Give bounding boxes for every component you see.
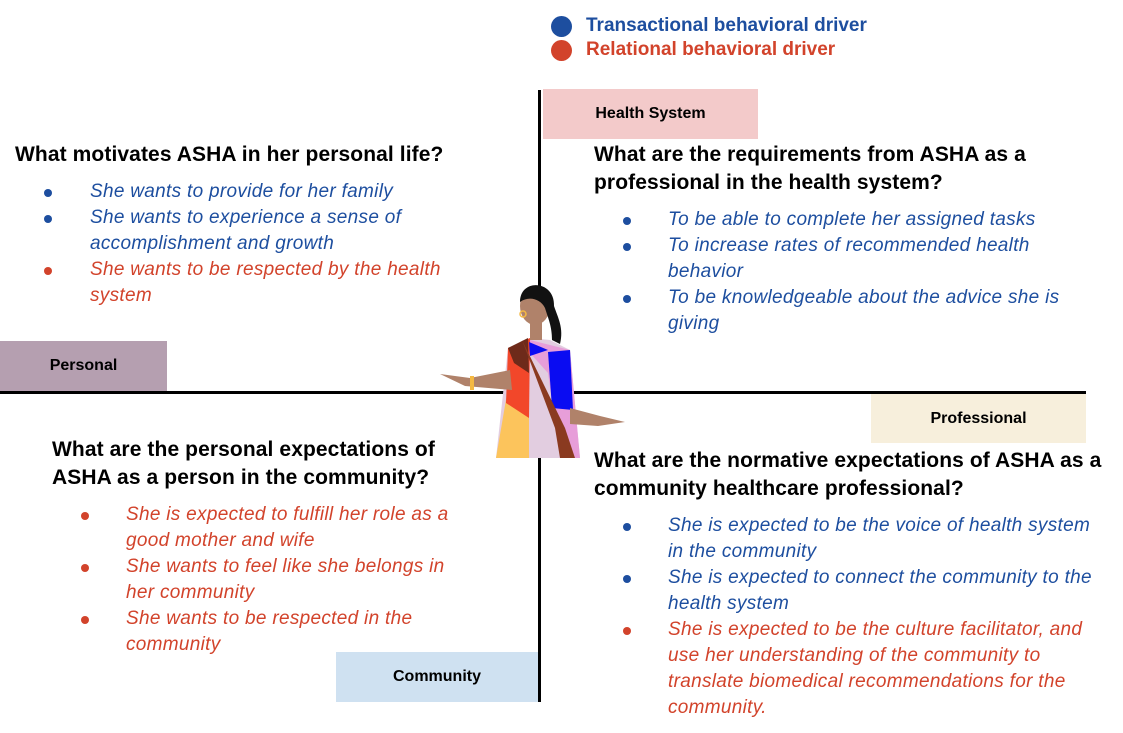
bullet-icon	[44, 267, 52, 275]
bullet-icon	[623, 575, 631, 583]
quadrant-community-personal: What are the personal expectations of AS…	[52, 436, 482, 658]
list-item: She is expected to fulfill her role as a…	[81, 502, 476, 554]
bullet-icon	[44, 215, 52, 223]
quadrant-community-professional: What are the normative expectations of A…	[594, 447, 1109, 721]
list-item: To be able to complete her assigned task…	[623, 207, 1068, 233]
list-item: She is expected to be the culture facili…	[623, 617, 1108, 721]
blue-dot-icon	[551, 15, 572, 37]
bullet-icon	[44, 189, 52, 197]
item-text: She is expected to be the culture facili…	[668, 619, 1083, 718]
item-text: To be able to complete her assigned task…	[668, 209, 1036, 230]
list-item: She wants to be respected by the health …	[44, 257, 485, 309]
legend-label: Transactional behavioral driver	[586, 15, 867, 36]
bullet-icon	[81, 564, 89, 572]
list-item: She wants to be respected in the communi…	[81, 606, 476, 658]
list-item: She wants to provide for her family	[44, 179, 485, 205]
item-text: She wants to feel like she belongs in he…	[126, 556, 445, 603]
list-item: She is expected to connect the community…	[623, 565, 1108, 617]
list-item: She wants to feel like she belongs in he…	[81, 554, 476, 606]
item-text: She wants to provide for her family	[90, 181, 394, 202]
item-text: She wants to experience a sense of accom…	[90, 207, 402, 254]
health-system-label: Health System	[543, 89, 758, 139]
item-text: To be knowledgeable about the advice she…	[668, 287, 1060, 334]
professional-label: Professional	[871, 394, 1086, 443]
item-text: She is expected to be the voice of healt…	[668, 515, 1091, 562]
quadrant-heading: What are the normative expectations of A…	[594, 449, 1102, 500]
legend-label: Relational behavioral driver	[586, 39, 836, 60]
item-text: She is expected to connect the community…	[668, 567, 1092, 614]
item-text: She wants to be respected in the communi…	[126, 608, 413, 655]
bullet-icon	[623, 243, 631, 251]
item-text: She wants to be respected by the health …	[90, 259, 441, 306]
bullet-icon	[81, 616, 89, 624]
personal-label: Personal	[0, 341, 167, 391]
legend-transactional: Transactional behavioral driver	[551, 15, 867, 37]
bullet-icon	[623, 295, 631, 303]
red-dot-icon	[551, 39, 572, 61]
list-item: To be knowledgeable about the advice she…	[623, 285, 1068, 337]
community-label: Community	[336, 652, 538, 702]
list-item: She is expected to be the voice of healt…	[623, 513, 1108, 565]
quadrant-heading: What are the personal expectations of AS…	[52, 438, 435, 489]
bullet-icon	[623, 217, 631, 225]
quadrant-heading: What motivates ASHA in her personal life…	[15, 143, 444, 166]
item-text: She is expected to fulfill her role as a…	[126, 504, 449, 551]
quadrant-personal-life: What motivates ASHA in her personal life…	[15, 141, 515, 309]
quadrant-health-system: What are the requirements from ASHA as a…	[594, 141, 1074, 337]
asha-woman-illustration	[440, 285, 625, 458]
item-text: To increase rates of recommended health …	[668, 235, 1030, 282]
legend-relational: Relational behavioral driver	[551, 39, 835, 61]
quadrant-heading: What are the requirements from ASHA as a…	[594, 143, 1026, 194]
list-item: She wants to experience a sense of accom…	[44, 205, 485, 257]
bullet-icon	[623, 627, 631, 635]
bullet-icon	[81, 512, 89, 520]
bullet-icon	[623, 523, 631, 531]
list-item: To increase rates of recommended health …	[623, 233, 1068, 285]
